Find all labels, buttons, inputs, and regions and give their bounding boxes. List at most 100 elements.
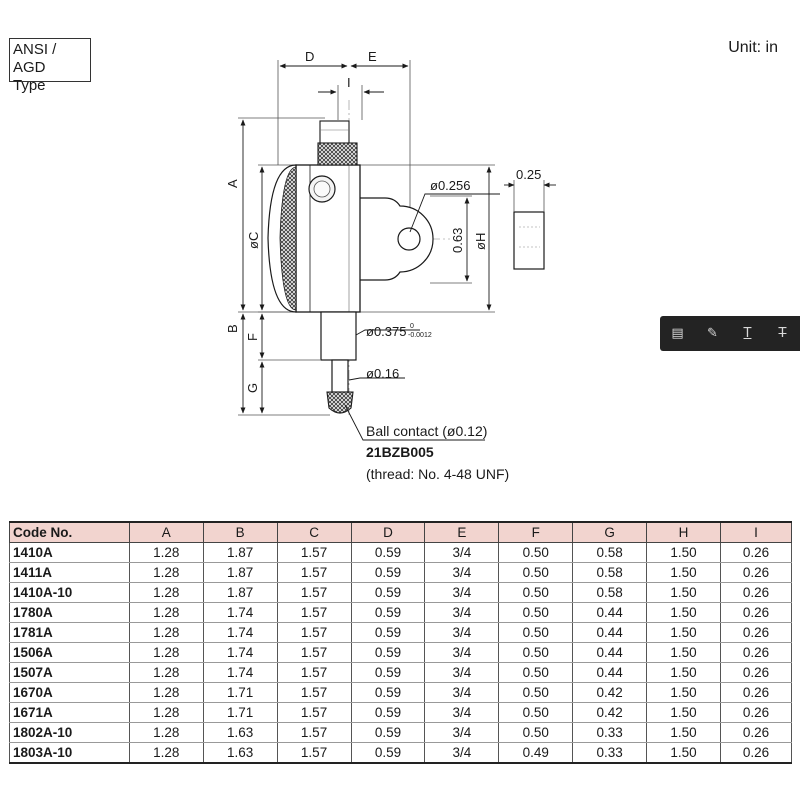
- comment-icon: ▤: [671, 326, 684, 341]
- text-strikethrough-icon: T: [778, 326, 787, 341]
- cell-i: 0.26: [719, 602, 793, 623]
- cell-f: 0.50: [498, 562, 574, 583]
- cell-b: 1.63: [202, 742, 278, 764]
- cell-c: 1.57: [276, 622, 352, 643]
- stem-tolerance-upper: 0: [410, 323, 414, 330]
- dim-label-F: F: [245, 333, 260, 341]
- cell-b: 1.74: [202, 622, 278, 643]
- cell-e: 3/4: [424, 582, 500, 603]
- thread-spec: (thread: No. 4-48 UNF): [366, 466, 509, 482]
- cell-f: 0.50: [498, 662, 574, 683]
- cell-b: 1.74: [202, 642, 278, 663]
- cell-c: 1.57: [276, 682, 352, 703]
- cell-a: 1.28: [128, 622, 204, 643]
- cell-g: 0.44: [572, 602, 648, 623]
- unit-label: Unit: in: [728, 39, 778, 56]
- comment-button[interactable]: ▤: [667, 323, 689, 345]
- cell-a: 1.28: [128, 742, 204, 764]
- dim-label-G: G: [245, 383, 260, 393]
- strikethrough-text-button[interactable]: T: [772, 323, 794, 345]
- cell-g: 0.58: [572, 562, 648, 583]
- cell-b: 1.87: [202, 582, 278, 603]
- dim-label-D: D: [305, 49, 314, 64]
- stem-tolerance-lower: -0.0012: [408, 332, 432, 339]
- dim-label-A: A: [225, 179, 240, 188]
- annotation-toolbar: ▤ ✎ T T: [660, 316, 800, 351]
- cell-i: 0.26: [719, 662, 793, 683]
- dim-label-E: E: [368, 49, 377, 64]
- cell-a: 1.28: [128, 662, 204, 683]
- cell-b: 1.87: [202, 542, 278, 563]
- cell-c: 1.57: [276, 722, 352, 743]
- dim-label-H: øH: [473, 233, 488, 250]
- cell-c: 1.57: [276, 562, 352, 583]
- pen-icon: ✎: [707, 326, 718, 341]
- cell-f: 0.50: [498, 602, 574, 623]
- cell-d: 0.59: [350, 622, 426, 643]
- cell-h: 1.50: [646, 602, 721, 623]
- cell-i: 0.26: [719, 622, 793, 643]
- column-header-c: C: [276, 521, 352, 543]
- cell-code-no: 1802A-10: [9, 722, 130, 743]
- cell-e: 3/4: [424, 642, 500, 663]
- cell-e: 3/4: [424, 542, 500, 563]
- cell-code-no: 1507A: [9, 662, 130, 683]
- cell-e: 3/4: [424, 682, 500, 703]
- cell-f: 0.50: [498, 722, 574, 743]
- cell-e: 3/4: [424, 742, 500, 764]
- highlight-button[interactable]: ✎: [702, 323, 724, 345]
- cell-f: 0.50: [498, 582, 574, 603]
- column-header-code: Code No.: [9, 521, 130, 543]
- cell-d: 0.59: [350, 582, 426, 603]
- cell-h: 1.50: [646, 722, 721, 743]
- cell-h: 1.50: [646, 642, 721, 663]
- underline-text-button[interactable]: T: [737, 323, 759, 345]
- column-header-i: I: [719, 521, 793, 543]
- cell-h: 1.50: [646, 742, 721, 764]
- cell-c: 1.57: [276, 662, 352, 683]
- cell-code-no: 1411A: [9, 562, 130, 583]
- lug-height-callout: 0.63: [450, 228, 465, 253]
- cell-d: 0.59: [350, 742, 426, 764]
- cell-a: 1.28: [128, 642, 204, 663]
- ball-contact-label: Ball contact (ø0.12): [366, 423, 487, 439]
- cell-g: 0.33: [572, 722, 648, 743]
- cell-code-no: 1670A: [9, 682, 130, 703]
- dim-label-C: øC: [246, 232, 261, 249]
- cell-a: 1.28: [128, 582, 204, 603]
- cell-f: 0.50: [498, 702, 574, 723]
- cell-h: 1.50: [646, 622, 721, 643]
- spindle-diameter-callout: ø0.16: [366, 366, 399, 381]
- type-label-line1: ANSI / AGD: [13, 41, 57, 76]
- cell-a: 1.28: [128, 562, 204, 583]
- cell-f: 0.50: [498, 622, 574, 643]
- cell-code-no: 1803A-10: [9, 742, 130, 764]
- cell-d: 0.59: [350, 542, 426, 563]
- cell-g: 0.44: [572, 662, 648, 683]
- cell-a: 1.28: [128, 542, 204, 563]
- cell-d: 0.59: [350, 562, 426, 583]
- cell-g: 0.33: [572, 742, 648, 764]
- cell-code-no: 1410A: [9, 542, 130, 563]
- cell-f: 0.50: [498, 542, 574, 563]
- lug-hole-callout: ø0.256: [430, 178, 470, 193]
- cell-d: 0.59: [350, 722, 426, 743]
- cell-code-no: 1410A-10: [9, 582, 130, 603]
- cell-h: 1.50: [646, 562, 721, 583]
- cell-c: 1.57: [276, 602, 352, 623]
- dial-indicator-drawing: D E I A B øC F G øH 0.63 ø0.256 0.25 ø0.…: [225, 49, 556, 482]
- cell-g: 0.44: [572, 642, 648, 663]
- cell-i: 0.26: [719, 722, 793, 743]
- cell-f: 0.50: [498, 642, 574, 663]
- cell-i: 0.26: [719, 682, 793, 703]
